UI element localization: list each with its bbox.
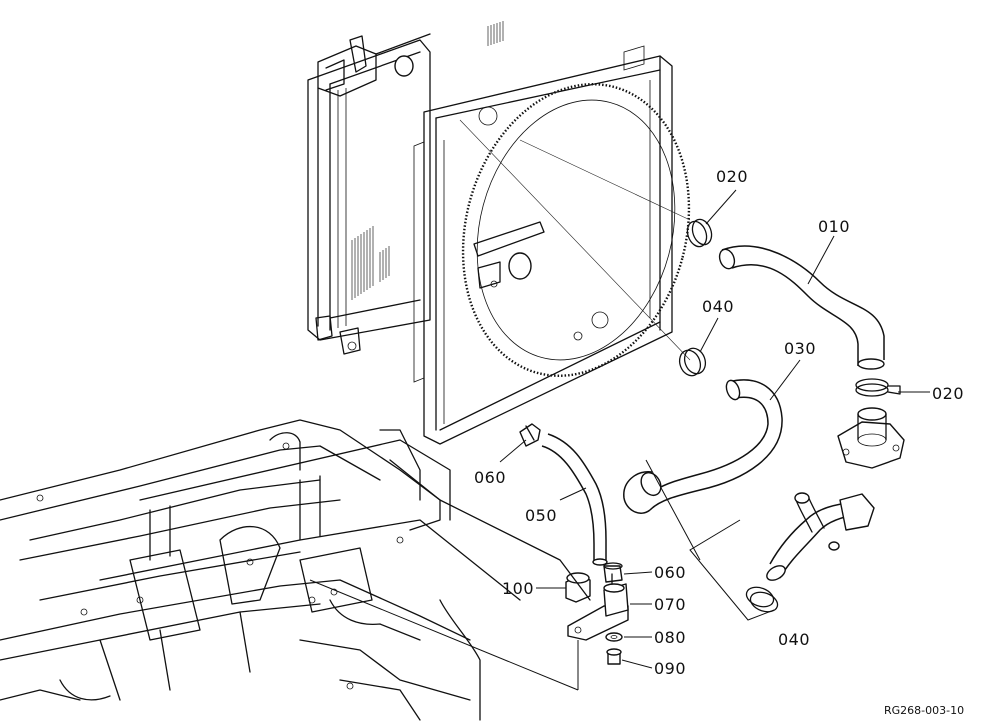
drawing-reference-code: RG268-003-10 <box>884 704 964 717</box>
part-labels: 020 010 040 030 020 060 050 060 100 070 … <box>474 167 964 717</box>
label-part-020-top: 020 <box>716 167 748 186</box>
hose-clamp-020-right <box>855 378 901 397</box>
label-part-100: 100 <box>502 579 534 598</box>
label-part-040-bottom: 040 <box>778 630 810 649</box>
lower-hose <box>623 379 783 514</box>
fan-shroud <box>413 45 691 445</box>
hose-clamp-040-top <box>678 347 707 377</box>
label-part-090: 090 <box>654 659 686 678</box>
label-part-080: 080 <box>654 628 686 647</box>
hose-clamp-040-bottom <box>745 586 779 613</box>
hose-clamp-020-top <box>686 218 713 248</box>
label-part-060-left: 060 <box>474 468 506 487</box>
label-part-060-right: 060 <box>654 563 686 582</box>
upper-hose <box>718 245 885 370</box>
label-part-030: 030 <box>784 339 816 358</box>
label-part-040-top: 040 <box>702 297 734 316</box>
water-pump-inlet-pipe <box>766 492 875 581</box>
label-part-020-right: 020 <box>932 384 964 403</box>
drain-bracket-assembly <box>565 572 629 690</box>
water-outlet-flange <box>837 407 905 469</box>
label-part-050: 050 <box>525 506 557 525</box>
drain-pipe <box>541 433 608 566</box>
radiator-fins <box>351 21 504 300</box>
tractor-frame <box>0 419 591 721</box>
leader-lines <box>309 189 930 691</box>
radiator-core <box>307 21 504 355</box>
label-part-070: 070 <box>654 595 686 614</box>
clip-060-right <box>603 562 623 583</box>
label-part-010: 010 <box>818 217 850 236</box>
